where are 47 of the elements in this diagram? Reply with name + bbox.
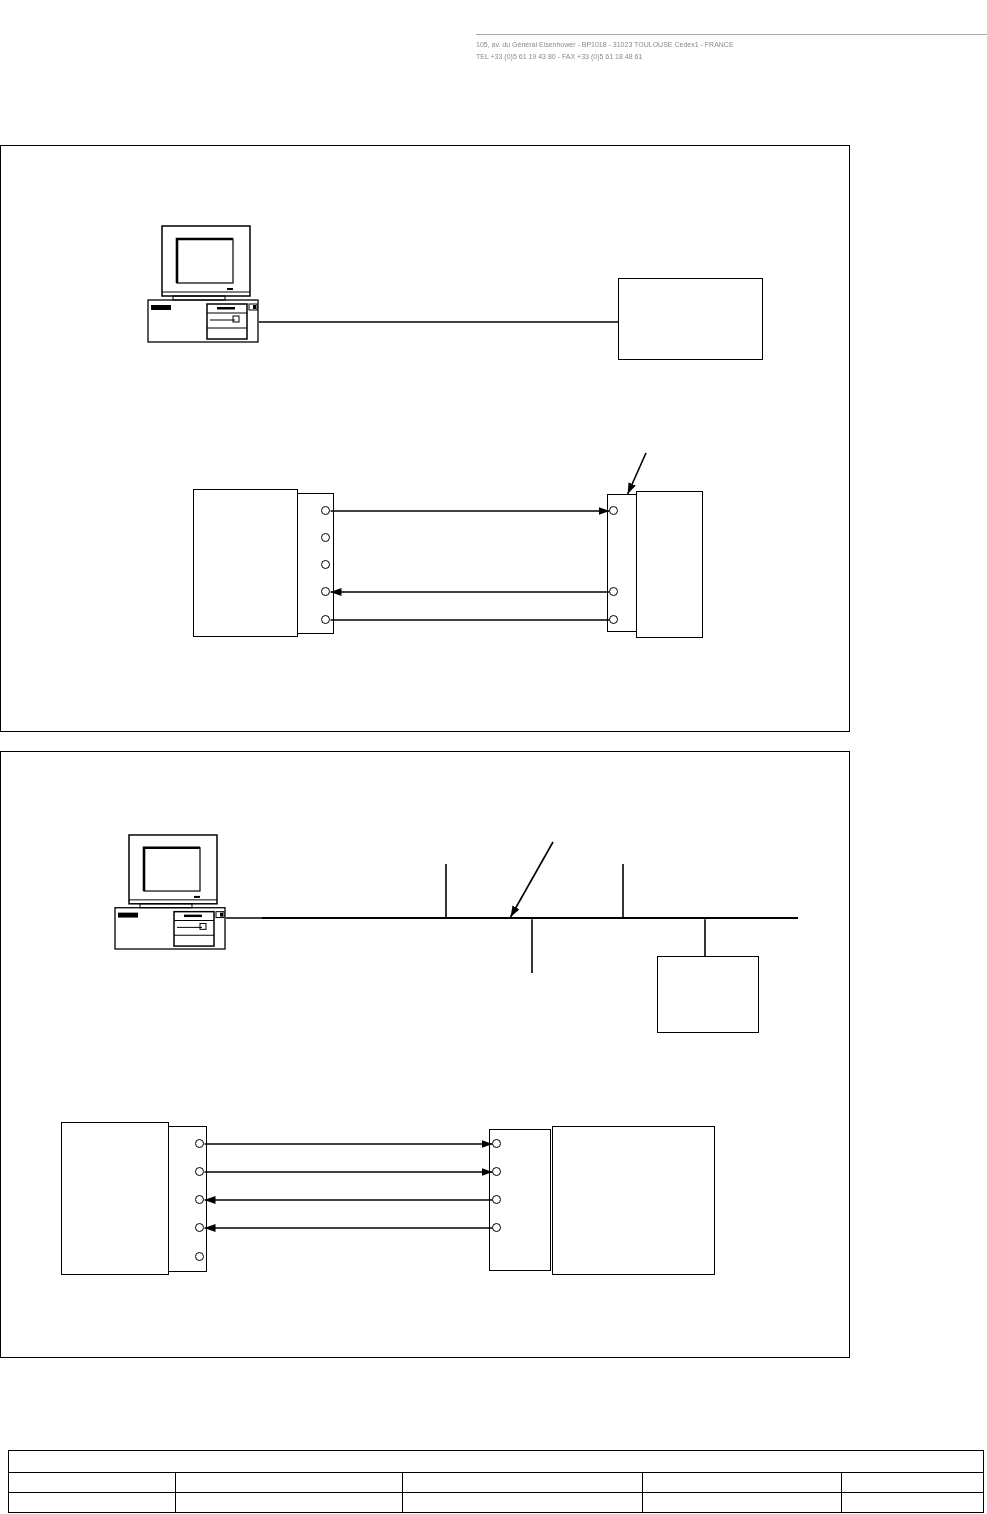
bus-stub: [622, 863, 624, 918]
desktop-computer-icon: [113, 833, 226, 950]
terminal-circle: [321, 615, 330, 624]
pointer-arrow: [626, 452, 647, 495]
terminal-block: [167, 1125, 207, 1272]
wire-arrow: [203, 1224, 494, 1232]
terminal-circle: [194, 1138, 204, 1148]
terminal-circle: [321, 533, 330, 542]
panel-frame: [0, 145, 850, 732]
desktop-computer-icon: [146, 224, 259, 343]
terminal-circle: [492, 1167, 501, 1176]
bus-stub: [445, 863, 447, 918]
device-box: [551, 1125, 715, 1275]
bus-stub: [531, 918, 533, 974]
wire-line: [329, 619, 611, 621]
pointer-arrow: [509, 841, 554, 918]
device-box: [635, 490, 703, 638]
device-box: [192, 488, 298, 637]
wire-arrow: [203, 1140, 494, 1148]
bus-stub: [704, 918, 706, 957]
panel-frame: [0, 751, 850, 1358]
terminal-circle: [194, 1251, 204, 1261]
terminal-circle: [609, 587, 618, 596]
device-box: [60, 1121, 169, 1275]
terminal-circle: [492, 1223, 501, 1232]
terminal-circle: [492, 1195, 501, 1204]
terminal-circle: [321, 506, 330, 515]
terminal-block: [606, 493, 637, 632]
terminal-circle: [321, 587, 330, 596]
wire-arrow: [329, 588, 611, 596]
terminal-circle: [194, 1222, 204, 1232]
terminal-circle: [194, 1194, 204, 1204]
terminal-block: [296, 492, 334, 634]
device-box: [617, 277, 763, 360]
terminal-circle: [194, 1166, 204, 1176]
cable-line: [225, 917, 263, 919]
wire-arrow: [203, 1196, 494, 1204]
terminal-circle: [609, 506, 618, 515]
device-box: [656, 955, 759, 1033]
terminal-circle: [609, 615, 618, 624]
bus-line: [261, 916, 798, 919]
terminal-block: [488, 1128, 551, 1271]
terminal-circle: [321, 560, 330, 569]
wire-arrow: [203, 1168, 494, 1176]
terminal-circle: [492, 1139, 501, 1148]
cable-line: [258, 321, 619, 323]
wire-arrow: [329, 507, 611, 515]
